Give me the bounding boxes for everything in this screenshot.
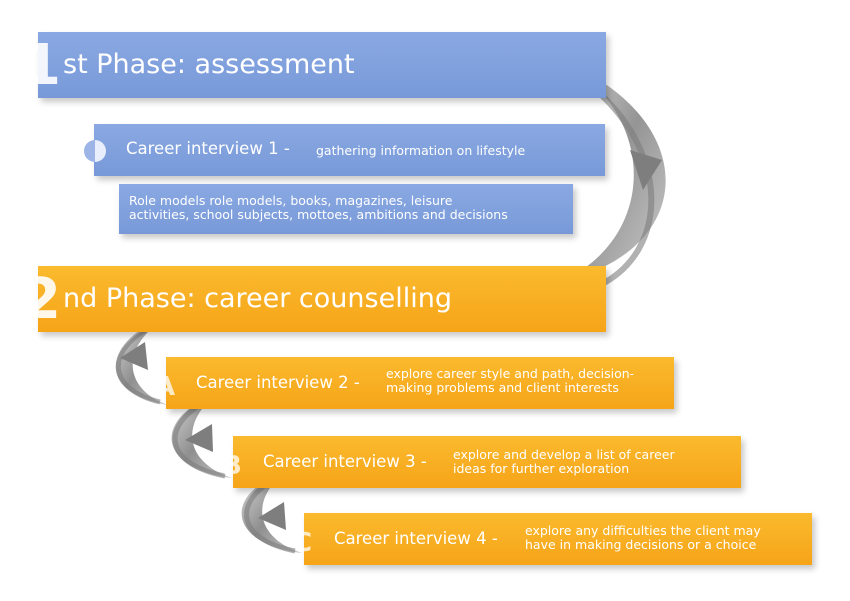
interview3-line1: explore and develop a list of career bbox=[453, 447, 675, 462]
arrow-interview2-to-interview3 bbox=[171, 395, 232, 479]
interview4-line1: explore any difficulties the client may bbox=[525, 523, 761, 538]
interview2-label: Career interview 2 - bbox=[196, 373, 360, 392]
role-models-box: Role models role models, books, magazine… bbox=[119, 184, 573, 234]
interview2-box: Career interview 2 - explore career styl… bbox=[166, 357, 674, 409]
interview1-bullet-icon bbox=[84, 140, 106, 162]
arrow-interview3-to-interview4 bbox=[241, 472, 302, 554]
arrowhead-icon bbox=[120, 342, 148, 370]
interview2-letter: A bbox=[155, 372, 176, 402]
arrowhead-icon bbox=[630, 150, 662, 190]
interview3-label: Career interview 3 - bbox=[263, 452, 427, 471]
role-models-line2: activities, school subjects, mottoes, am… bbox=[129, 207, 508, 222]
arrow-phase2-to-interview2 bbox=[115, 322, 168, 405]
interview3-letter: B bbox=[222, 451, 242, 481]
interview1-label: Career interview 1 - bbox=[126, 139, 290, 158]
interview4-line2: have in making decisions or a choice bbox=[525, 537, 757, 552]
phase2-title: nd Phase: career counselling bbox=[63, 283, 452, 314]
interview4-label: Career interview 4 - bbox=[334, 529, 498, 548]
phase1-title: st Phase: assessment bbox=[63, 49, 355, 80]
interview1-description: gathering information on lifestyle bbox=[316, 143, 526, 158]
interview2-line2: making problems and client interests bbox=[386, 380, 619, 395]
interview4-box: Career interview 4 - explore any difficu… bbox=[304, 513, 812, 565]
phase2-banner: nd Phase: career counselling bbox=[38, 266, 606, 332]
phase1-number: 1 bbox=[22, 33, 61, 98]
arrowhead-icon bbox=[258, 502, 286, 530]
interview4-letter: C bbox=[293, 528, 313, 558]
interview1-box: Career interview 1 - gathering informati… bbox=[94, 124, 605, 176]
role-models-line1: Role models role models, books, magazine… bbox=[129, 193, 453, 208]
interview3-box: Career interview 3 - explore and develop… bbox=[233, 436, 741, 488]
arrowhead-icon bbox=[185, 424, 213, 452]
phase1-banner: st Phase: assessment bbox=[38, 32, 606, 98]
interview3-line2: ideas for further exploration bbox=[453, 461, 630, 476]
arrow-phase1-to-phase2 bbox=[560, 62, 666, 288]
phase2-number: 2 bbox=[22, 267, 61, 332]
interview2-line1: explore career style and path, decision- bbox=[386, 366, 635, 381]
